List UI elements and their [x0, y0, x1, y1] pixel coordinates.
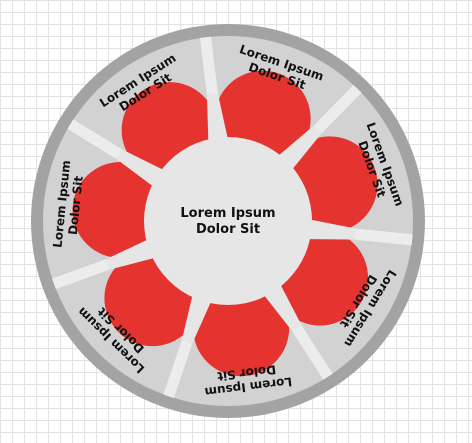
center-disc: [144, 137, 312, 305]
center-spoke: [256, 273, 306, 338]
segment-separator: [292, 325, 333, 380]
segment-separator: [199, 36, 218, 95]
center-spoke: [98, 234, 167, 272]
center-spoke: [109, 145, 175, 195]
center-label-line2: Dolor Sit: [196, 222, 260, 237]
segment-separator: [313, 85, 362, 134]
segment-label-line2: Dolor Sit: [66, 175, 86, 236]
segment-separator: [354, 228, 413, 246]
red-petal: [72, 161, 169, 258]
center-spoke: [268, 120, 327, 180]
segment-separator: [163, 340, 193, 398]
center-spoke: [179, 282, 217, 352]
segment-separator: [67, 119, 122, 159]
center-spoke: [295, 217, 364, 240]
segment-separator: [52, 259, 110, 290]
center-label-line1: Lorem Ipsum: [180, 206, 275, 221]
center-spoke: [206, 85, 231, 154]
